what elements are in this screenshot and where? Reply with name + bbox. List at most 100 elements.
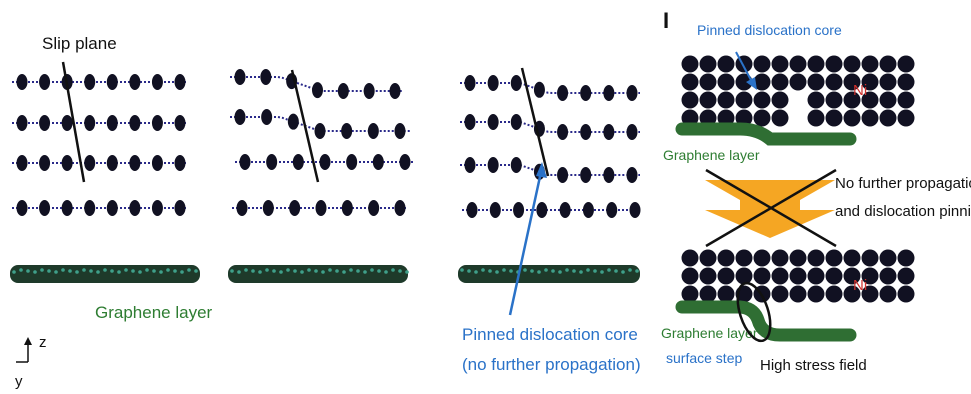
graphene-atom (187, 268, 191, 272)
ni-atom (717, 249, 735, 267)
graphene-layer-label: Graphene layer (95, 303, 213, 322)
atom (129, 74, 141, 90)
cross-line-2 (705, 168, 837, 248)
atom (106, 200, 118, 216)
ni-atom (807, 55, 825, 73)
graphene-atom (544, 268, 548, 272)
ni-atom (717, 73, 735, 91)
graphene-atom (607, 268, 611, 272)
atom (84, 74, 96, 90)
atom (84, 115, 96, 131)
ni-atom (825, 109, 843, 127)
graphene-atom (145, 268, 149, 272)
graphene-atom (467, 269, 471, 273)
ni-atom (825, 249, 843, 267)
graphene-atom (251, 269, 255, 273)
graphene-atom (356, 269, 360, 273)
graphene-label-bottom: Graphene layer (661, 325, 758, 341)
atom (151, 115, 163, 131)
ni-atom (807, 249, 825, 267)
graphene-atom (152, 269, 156, 273)
ni-atom (825, 91, 843, 109)
ni-atom (735, 55, 753, 73)
graphene-atom (26, 269, 30, 273)
atom (466, 202, 478, 218)
graphene-atom (96, 270, 100, 274)
ni-atom (789, 73, 807, 91)
atom (151, 74, 163, 90)
ni-atom (771, 91, 789, 109)
ni-atom (897, 109, 915, 127)
ni-atom (861, 109, 879, 127)
graphene-atom (495, 270, 499, 274)
ni-atom (879, 55, 897, 73)
graphene-atom (342, 270, 346, 274)
high-stress-label: High stress field (760, 357, 867, 374)
atom (580, 85, 592, 101)
ni-atom (717, 55, 735, 73)
graphene-atom (124, 268, 128, 272)
ni-atom (861, 285, 879, 303)
graphene-atom (138, 270, 142, 274)
atom (368, 200, 380, 216)
atom (16, 115, 28, 131)
ni-atom (771, 73, 789, 91)
ni-atom (825, 55, 843, 73)
atom (61, 155, 73, 171)
graphene-atom (370, 268, 374, 272)
graphene-atom (131, 269, 135, 273)
graphene-atom (488, 269, 492, 273)
ni-atom (897, 285, 915, 303)
ni-atom (789, 55, 807, 73)
ni-atom (879, 73, 897, 91)
graphene-atom (523, 268, 527, 272)
ni-atom (879, 249, 897, 267)
atom (39, 155, 51, 171)
ni-atom (843, 55, 861, 73)
ni-atom (753, 91, 771, 109)
atom (557, 124, 569, 140)
atom (16, 74, 28, 90)
graphene-atom (621, 270, 625, 274)
ni-atom (771, 109, 789, 127)
ni-atom (807, 91, 825, 109)
ni-atom (753, 249, 771, 267)
graphene-atom (579, 270, 583, 274)
atom (239, 154, 251, 170)
panel-1-atom-rows (12, 74, 188, 216)
graphene-atom (110, 269, 114, 273)
slip-plane-label: Slip plane (42, 34, 117, 53)
ni-atom (879, 285, 897, 303)
atom (603, 85, 615, 101)
atom (372, 154, 384, 170)
ni-label-top: Ni (853, 82, 867, 99)
surface-step-label: surface step (666, 350, 742, 366)
right-pinned-core-label: Pinned dislocation core (697, 22, 842, 38)
graphene-band-bottom (675, 300, 857, 342)
right-pinned-core-arrowhead (746, 77, 757, 90)
ni-atom (717, 91, 735, 109)
ni-atom (753, 55, 771, 73)
graphene-layer-strips (10, 265, 640, 283)
ni-atom (843, 285, 861, 303)
graphene-atom (600, 270, 604, 274)
graphene-atom (509, 269, 513, 273)
atom (16, 200, 28, 216)
atom (487, 157, 499, 173)
atom (389, 83, 401, 99)
graphene-atom (530, 269, 534, 273)
ni-atom (681, 109, 699, 127)
graphene-atom (117, 270, 121, 274)
graphene-atom (335, 269, 339, 273)
graphene-atom (265, 268, 269, 272)
ni-atom (735, 267, 753, 285)
ni-atom (879, 109, 897, 127)
atom (289, 200, 301, 216)
graphene-atom (194, 269, 198, 273)
ni-atom (789, 285, 807, 303)
ni-atom (861, 249, 879, 267)
atom (510, 75, 522, 91)
graphene-atom (103, 268, 107, 272)
ni-lattice-top (681, 55, 915, 127)
